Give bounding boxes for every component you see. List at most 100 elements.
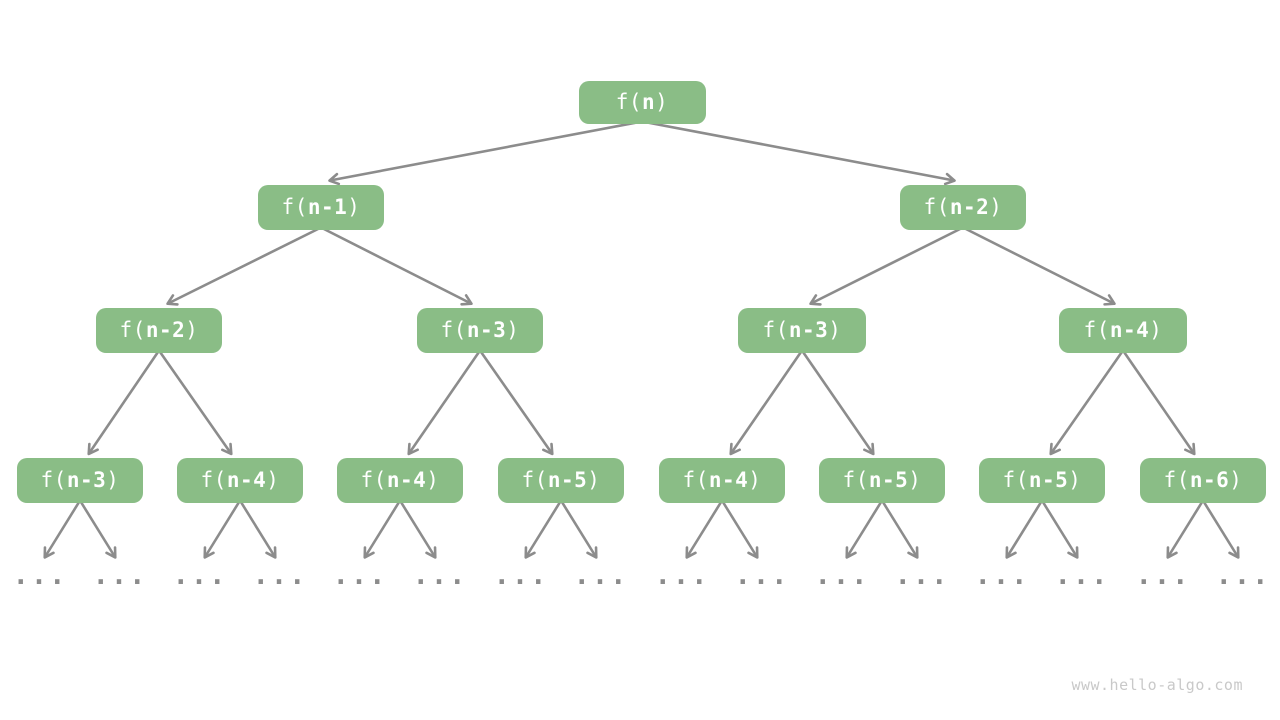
ellipsis-leaf: ... bbox=[172, 560, 228, 591]
edge-c1-d2 bbox=[157, 349, 233, 456]
node-label-suffix: ) bbox=[426, 468, 440, 492]
edge-d1-ellipsis-right bbox=[78, 499, 117, 559]
edge-c4-d8 bbox=[1121, 349, 1196, 456]
ellipsis-leaf: ... bbox=[12, 560, 68, 591]
node-label-suffix: ) bbox=[908, 468, 922, 492]
edge-c3-d6 bbox=[800, 349, 875, 456]
edge-d3-ellipsis-left bbox=[363, 499, 402, 559]
node-label-prefix: f( bbox=[281, 195, 308, 219]
edge-c2-d3 bbox=[407, 349, 482, 456]
node-label-prefix: f( bbox=[200, 468, 227, 492]
node-label-arg: n-6 bbox=[1189, 468, 1230, 492]
ellipsis-leaf: ... bbox=[814, 560, 870, 591]
tree-node-f(n-3): f(n-3) bbox=[417, 307, 543, 353]
node-label-arg: n-5 bbox=[868, 468, 909, 492]
tree-node-f(n-5): f(n-5) bbox=[498, 457, 624, 503]
edge-d8-ellipsis-right bbox=[1201, 499, 1240, 559]
tree-node-f(n-4): f(n-4) bbox=[337, 457, 463, 503]
node-label-arg: n-4 bbox=[386, 468, 427, 492]
node-label-arg: n-3 bbox=[788, 318, 829, 342]
node-label-arg: n-4 bbox=[226, 468, 267, 492]
edge-d4-ellipsis-right bbox=[559, 499, 598, 559]
ellipsis-leaf: ... bbox=[412, 560, 468, 591]
node-label-prefix: f( bbox=[1083, 318, 1110, 342]
tree-node-f(n-1): f(n-1) bbox=[258, 184, 384, 230]
edge-b1-c1 bbox=[166, 226, 322, 306]
node-label-prefix: f( bbox=[923, 195, 950, 219]
watermark: www.hello-algo.com bbox=[1071, 676, 1243, 694]
node-label-prefix: f( bbox=[842, 468, 869, 492]
node-label-prefix: f( bbox=[615, 90, 642, 114]
edge-d2-ellipsis-left bbox=[203, 499, 242, 559]
ellipsis-leaf: ... bbox=[252, 560, 308, 591]
tree-node-f(n-3): f(n-3) bbox=[738, 307, 866, 353]
tree-node-f(n-6): f(n-6) bbox=[1140, 457, 1266, 503]
node-label-suffix: ) bbox=[506, 318, 520, 342]
tree-node-f(n-3): f(n-3) bbox=[17, 457, 143, 503]
ellipsis-leaf: ... bbox=[1215, 560, 1271, 591]
tree-node-f(n-2): f(n-2) bbox=[900, 184, 1026, 230]
node-label-prefix: f( bbox=[682, 468, 709, 492]
node-label-arg: n-3 bbox=[66, 468, 107, 492]
node-label-arg: n-5 bbox=[547, 468, 588, 492]
node-label-suffix: ) bbox=[828, 318, 842, 342]
tree-node-f(n-4): f(n-4) bbox=[1059, 307, 1187, 353]
ellipsis-leaf: ... bbox=[654, 560, 710, 591]
node-label-suffix: ) bbox=[347, 195, 361, 219]
tree-node-f(n-5): f(n-5) bbox=[819, 457, 945, 503]
edge-c3-d5 bbox=[729, 349, 804, 456]
edge-d6-ellipsis-left bbox=[845, 499, 884, 559]
edge-d5-ellipsis-left bbox=[685, 499, 724, 559]
node-label-suffix: ) bbox=[1149, 318, 1163, 342]
node-label-arg: n-2 bbox=[949, 195, 990, 219]
node-label-suffix: ) bbox=[1068, 468, 1082, 492]
edge-b1-c2 bbox=[320, 226, 473, 306]
node-label-prefix: f( bbox=[119, 318, 146, 342]
node-label-suffix: ) bbox=[185, 318, 199, 342]
ellipsis-leaf: ... bbox=[894, 560, 950, 591]
node-label-arg: n-3 bbox=[466, 318, 507, 342]
edge-d7-ellipsis-left bbox=[1005, 499, 1044, 559]
tree-node-f(n-2): f(n-2) bbox=[96, 307, 222, 353]
node-label-arg: n bbox=[641, 90, 656, 114]
ellipsis-leaf: ... bbox=[974, 560, 1030, 591]
node-label-arg: n-2 bbox=[145, 318, 186, 342]
node-label-arg: n-5 bbox=[1028, 468, 1069, 492]
ellipsis-leaf: ... bbox=[1054, 560, 1110, 591]
tree-node-f(n-4): f(n-4) bbox=[659, 457, 785, 503]
edge-c1-d1 bbox=[87, 349, 161, 456]
edge-d3-ellipsis-right bbox=[398, 499, 437, 559]
node-label-prefix: f( bbox=[1002, 468, 1029, 492]
edge-d7-ellipsis-right bbox=[1040, 499, 1079, 559]
node-label-suffix: ) bbox=[266, 468, 280, 492]
ellipsis-leaf: ... bbox=[734, 560, 790, 591]
node-label-arg: n-4 bbox=[708, 468, 749, 492]
node-label-suffix: ) bbox=[989, 195, 1003, 219]
ellipsis-leaf: ... bbox=[493, 560, 549, 591]
node-label-suffix: ) bbox=[1229, 468, 1243, 492]
node-label-prefix: f( bbox=[40, 468, 67, 492]
ellipsis-leaf: ... bbox=[332, 560, 388, 591]
tree-node-f(n-4): f(n-4) bbox=[177, 457, 303, 503]
edge-d5-ellipsis-right bbox=[720, 499, 759, 559]
node-label-suffix: ) bbox=[587, 468, 601, 492]
node-label-prefix: f( bbox=[762, 318, 789, 342]
edge-b2-c3 bbox=[809, 226, 964, 306]
node-label-prefix: f( bbox=[521, 468, 548, 492]
edge-a-b1 bbox=[328, 120, 643, 186]
edge-d2-ellipsis-right bbox=[238, 499, 277, 559]
edge-d4-ellipsis-left bbox=[524, 499, 563, 559]
edge-c2-d4 bbox=[478, 349, 554, 456]
edge-c4-d7 bbox=[1049, 349, 1125, 456]
edge-a-b2 bbox=[641, 120, 956, 186]
tree-node-f(n): f(n) bbox=[578, 80, 706, 124]
node-label-prefix: f( bbox=[360, 468, 387, 492]
tree-node-f(n-5): f(n-5) bbox=[979, 457, 1105, 503]
node-label-prefix: f( bbox=[1163, 468, 1190, 492]
node-label-arg: n-4 bbox=[1109, 318, 1150, 342]
edge-d8-ellipsis-left bbox=[1166, 499, 1205, 559]
edge-b2-c4 bbox=[962, 226, 1116, 306]
node-label-prefix: f( bbox=[440, 318, 467, 342]
node-label-suffix: ) bbox=[655, 90, 669, 114]
